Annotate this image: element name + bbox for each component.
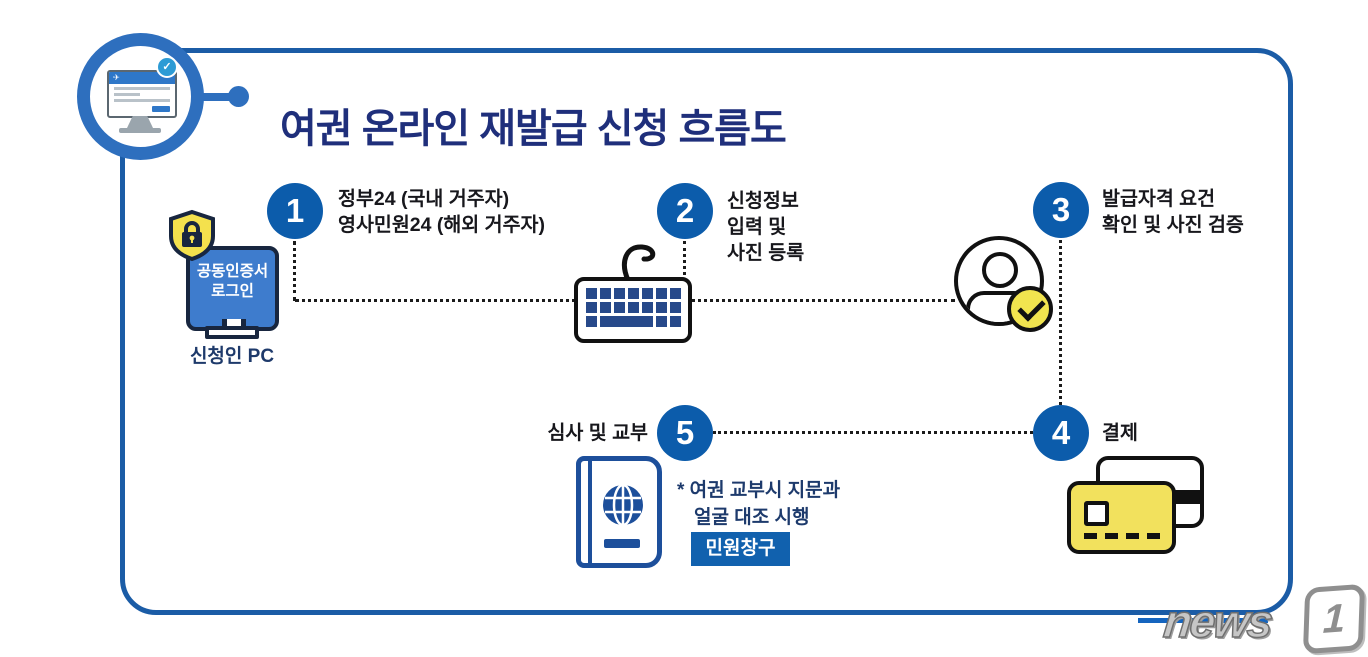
shield-lock-icon [169,209,215,261]
step-2-number: 2 [657,183,713,239]
passport-icon [576,456,662,568]
monitor-base [205,326,259,339]
dotted-connector-step5-to-step4 [713,431,1033,434]
passport-spine [588,461,592,563]
passport-label-bar [604,539,640,548]
dotted-connector-step3-to-step4 [1059,240,1062,405]
credit-card-front-icon [1067,481,1176,554]
step-3-label: 발급자격 요건 확인 및 사진 검증 [1102,186,1244,238]
monitor-stand [222,319,246,328]
card-chip [1084,501,1109,526]
monitor-stand [127,116,153,128]
title-connector-dot [228,86,249,107]
step-3-number: 3 [1033,182,1089,238]
step-3-line-1: 발급자격 요건 [1102,188,1216,210]
step-1-line-2: 영사민원24 (해외 거주자) [338,214,545,236]
applicant-pc-caption: 신청인 PC [189,346,275,367]
issuance-note: * 여권 교부시 지문과 얼굴 대조 시행 [677,477,840,531]
certificate-login-line-2: 로그인 [211,283,254,300]
check-badge-icon: ✓ [156,56,178,78]
screen-text-line [114,99,170,102]
note-line-1: * 여권 교부시 지문과 [677,480,841,501]
step-4-number: 4 [1033,405,1089,461]
screen-text-line [114,93,140,96]
step-1-line-1: 정부24 (국내 거주자) [338,188,510,210]
dotted-connector-step2-down [683,241,686,299]
news1-logo-text: news [1161,594,1275,648]
approved-check-icon [1007,286,1053,332]
person-head [982,252,1018,288]
news1-logo-one: 1 [1322,596,1346,642]
step-2-line-2: 입력 및 [727,216,787,238]
screen-text-line [114,87,170,90]
step-3-line-2: 확인 및 사진 검증 [1102,214,1244,236]
step-5-label: 심사 및 교부 [547,422,648,444]
header-ring-badge: ✈ ✓ [77,33,204,160]
border-frame [120,48,1293,615]
monitor-base [119,128,161,133]
certificate-login-line-1: 공동인증서 [196,263,269,280]
screen-button [152,106,170,112]
step-2-line-1: 신청정보 [727,190,799,212]
title-connector-line [198,93,234,101]
step-4-label: 결제 [1102,422,1138,444]
news1-logo-one-box: 1 [1302,583,1366,655]
dotted-connector-step1-down [293,241,296,301]
step-5-number: 5 [657,405,713,461]
monitor-icon: ✈ [107,70,177,118]
note-line-2: 얼굴 대조 시행 [694,507,810,528]
step-1-number: 1 [267,183,323,239]
civil-service-window-tag: 민원창구 [691,532,790,566]
check-mark [1017,293,1046,322]
certificate-login-monitor-icon: 공동인증서 로그인 [186,246,279,331]
step-2-line-3: 사진 등록 [727,242,805,264]
globe-icon [603,483,643,527]
news1-logo: news 1 [1138,580,1366,655]
step-1-label: 정부24 (국내 거주자) 영사민원24 (해외 거주자) [338,186,545,238]
keyboard-cable [622,244,656,282]
step-2-label: 신청정보 입력 및 사진 등록 [727,188,804,266]
page-title: 여권 온라인 재발급 신청 흐름도 [280,106,787,151]
keyboard-icon [574,277,692,343]
card-number-dashes [1084,533,1164,539]
news1-logo-line [1138,618,1268,623]
